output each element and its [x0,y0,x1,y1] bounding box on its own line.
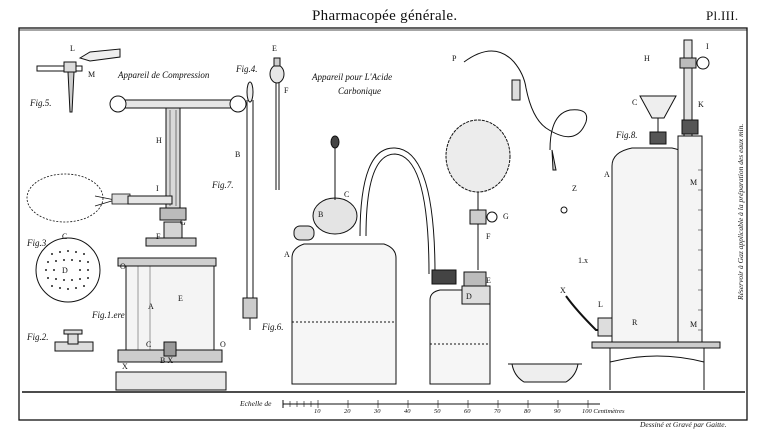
scale-tick-label: 60 [464,408,471,415]
fig1-compression-apparatus [109,95,247,391]
letter-H-fig8: H [644,54,650,63]
letter-G-fig6: G [503,212,509,221]
letter-G-fig1: G [180,218,186,227]
letter-Z: Z [572,184,577,193]
letter-O-fig1-right: O [220,340,226,349]
scale-tick-label: 20 [344,408,351,415]
letter-A-fig6: A [284,250,290,259]
letter-F-fig6: F [486,232,491,241]
caption-acid-line2: Carbonique [338,86,382,96]
letter-M-fig8-bottom: M [690,320,698,329]
plate-number: Pl.III. [706,8,739,23]
caption-compression: Appareil de Compression [118,70,210,80]
scale-tick-label: 80 [524,408,531,415]
letter-X-fig8: X [560,286,566,295]
fig4-funnel [269,57,285,190]
scale-bar [282,400,600,408]
fig4-label: Fig.4. [236,64,258,74]
letter-L-fig8: L [598,300,603,309]
fig5-tap [36,48,121,113]
letter-L-fig5: L [70,44,75,53]
letter-E-fig6: E [486,276,491,285]
hanging-tube [463,50,588,214]
fig8-label: Fig.8. [616,130,638,140]
caption-acid-line1: Appareil pour L'Acide [312,72,393,82]
fig6-label: Fig.6. [262,322,284,332]
letter-P: P [452,54,457,63]
outer-border [18,27,748,421]
letter-C-fig3: C [62,232,68,241]
letter-M-fig8-top: M [690,178,698,187]
letter-O-fig1: O [120,262,126,271]
letter-R-fig8: R [632,318,638,327]
scale-tick-label: 10 [314,408,321,415]
letter-M-fig5: M [88,70,96,79]
letter-A-fig1: A [148,302,154,311]
scale-tick-label: 40 [404,408,411,415]
letter-onex: 1.x [578,256,588,265]
letter-BX-fig1: B X [160,356,174,365]
plate-title: Pharmacopée générale. [312,8,458,24]
fig7-rod [242,81,258,330]
scale-tick-label: 90 [554,408,561,415]
caption-vertical: Réservoir à Gaz applicable à la préparat… [736,123,745,300]
letter-C-fig8: C [632,98,638,107]
scale-label: Echelle de [240,399,272,408]
dish [508,363,582,383]
fig3-label: Fig.3. [27,238,49,248]
letter-C-fig1: C [146,340,152,349]
letter-E-fig4: E [272,44,277,53]
fig1-label: Fig.1.ere [92,310,125,320]
letter-K-fig8: K [698,100,704,109]
letter-X-fig1: X [122,362,128,371]
letter-F-fig4: F [284,86,289,95]
letter-B-fig6: B [318,210,324,219]
letter-I-fig1: I [156,184,159,193]
fig2-stopcock [54,329,94,352]
fig5-label: Fig.5. [30,98,52,108]
fig3-disc [35,237,101,303]
scale-tick-label: 70 [494,408,501,415]
letter-D-fig6: D [466,292,472,301]
letter-E-fig1: E [178,294,183,303]
letter-I-fig8: I [706,42,709,51]
spray-balloon [26,173,131,223]
engraver-credit: Dessiné et Gravé par Gaitte. [640,420,727,429]
fig7-label: Fig.7. [212,180,234,190]
fig6-carbonic-apparatus [291,119,511,385]
letter-C-fig6: C [344,190,350,199]
fig8-gas-reservoir [565,39,721,390]
letter-A-fig8: A [604,170,610,179]
letter-F-fig1: F [156,232,161,241]
scale-tick-label: 30 [374,408,381,415]
letter-B-fig7: B [235,150,241,159]
letter-D-fig3: D [62,266,68,275]
scale-tick-label: 100 Centimètres [582,408,625,415]
scale-tick-label: 50 [434,408,441,415]
fig2-label: Fig.2. [27,332,49,342]
letter-H-fig1: H [156,136,162,145]
